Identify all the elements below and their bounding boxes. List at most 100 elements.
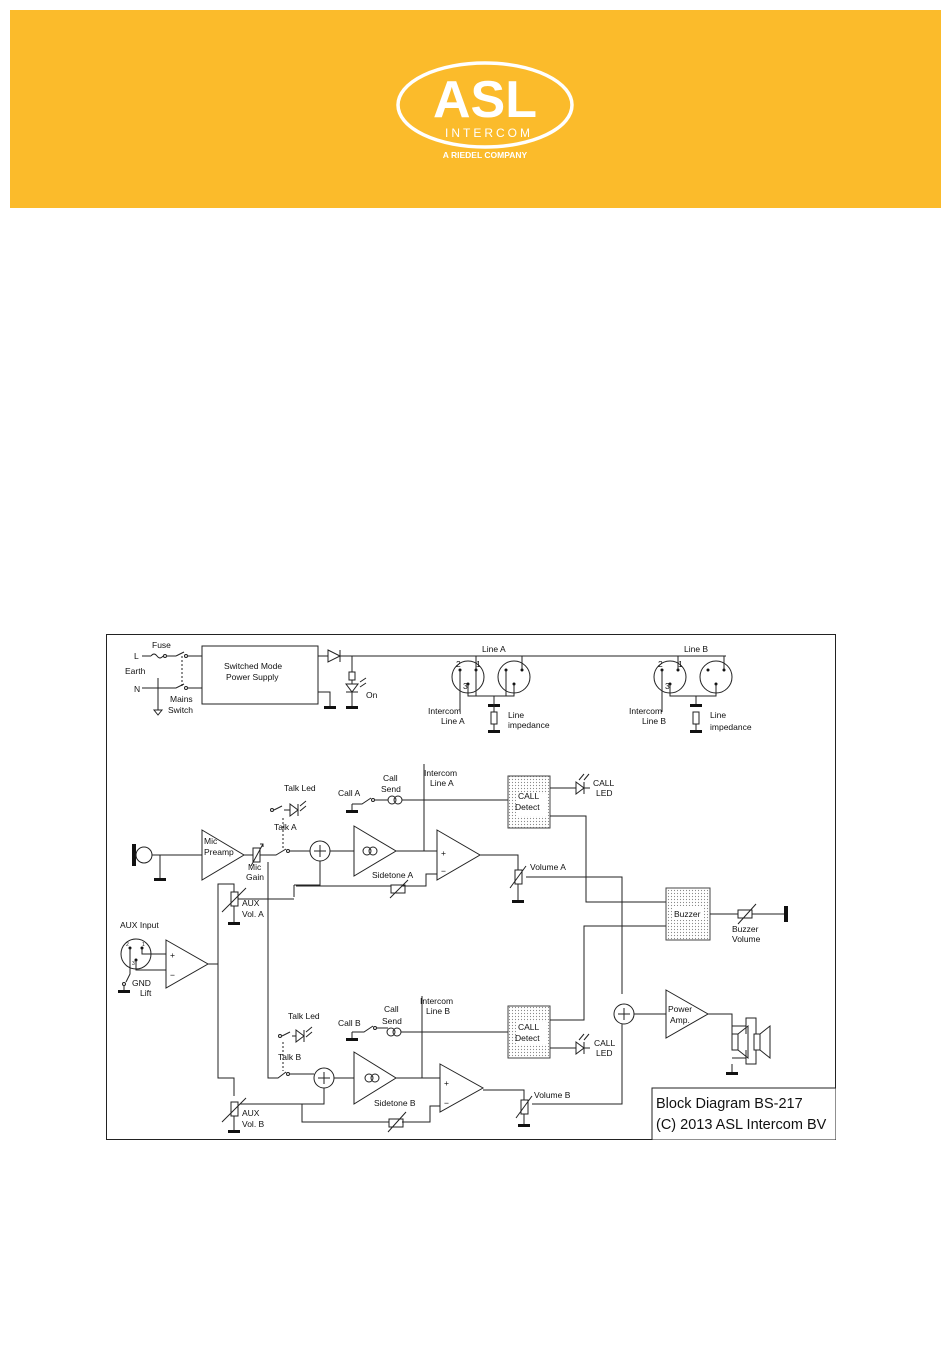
svg-text:Call B: Call B [338,1018,361,1028]
svg-text:+: + [441,848,446,858]
svg-text:Power Supply: Power Supply [226,672,279,682]
svg-text:Buzzer: Buzzer [732,924,759,934]
aux-input: AUX Input 2 1 3 GND Lift [118,920,166,998]
svg-text:Volume A: Volume A [530,862,566,872]
svg-text:−: − [170,970,175,980]
svg-text:+: + [170,950,175,960]
svg-text:3: 3 [665,681,670,691]
svg-text:Detect: Detect [515,802,540,812]
svg-text:Line A: Line A [441,716,465,726]
svg-text:Amp.: Amp. [670,1015,690,1025]
svg-text:Vol. B: Vol. B [242,1119,265,1129]
sidetone-a: Sidetone A [296,870,437,899]
diagram-copyright: (C) 2013 ASL Intercom BV [656,1117,827,1133]
svg-text:Power: Power [668,1004,692,1014]
svg-text:Intercom: Intercom [428,706,461,716]
svg-text:Mains: Mains [170,694,193,704]
svg-text:Detect: Detect [515,1033,540,1043]
svg-text:Line B: Line B [426,1006,450,1016]
microphone-icon [132,844,202,881]
header-banner: ASL INTERCOM A RIEDEL COMPANY [10,10,941,208]
aux-vol-b: AUX Vol. B [221,1097,265,1133]
svg-text:Line A: Line A [430,778,454,788]
call-detect-a: CALL Detect CALL LED [507,773,666,903]
svg-text:Line B: Line B [642,716,666,726]
block-diagram: Fuse L Earth N Mains Switch Switched Mod… [106,634,836,1140]
power-amp: Power Amp. [665,989,747,1075]
svg-text:1: 1 [142,942,145,948]
svg-text:1: 1 [678,659,683,669]
svg-text:Talk A: Talk A [274,822,297,832]
svg-text:Mic: Mic [204,836,218,846]
svg-text:Intercom: Intercom [424,768,457,778]
call-detect-b: CALL Detect CALL LED [507,925,666,1059]
svg-text:Call: Call [383,773,398,783]
svg-text:LED: LED [596,1048,613,1058]
svg-text:−: − [441,866,446,876]
svg-text:Line A: Line A [482,644,506,654]
svg-text:CALL: CALL [594,1038,616,1048]
mains-input: Fuse L Earth N Mains Switch [125,640,202,716]
svg-text:2: 2 [658,659,663,669]
line-a-connectors: Line A 2 1 3 Intercom Line A Line impeda… [428,644,550,733]
logo-sub: INTERCOM [445,126,533,140]
svg-text:AUX: AUX [242,1108,260,1118]
title-block: Block Diagram BS-217 (C) 2013 ASL Interc… [651,1087,836,1140]
svg-text:Switch: Switch [168,705,193,715]
svg-text:Call: Call [384,1004,399,1014]
svg-text:Line B: Line B [684,644,708,654]
sum-a [293,840,354,897]
svg-text:AUX: AUX [242,898,260,908]
svg-text:Sidetone A: Sidetone A [372,870,413,880]
svg-text:Mic: Mic [248,862,262,872]
aux-amp: + − [165,883,235,1096]
svg-text:3: 3 [132,961,135,967]
line-driver-a: Intercom Line A [353,764,457,877]
svg-text:CALL: CALL [518,791,540,801]
svg-text:Fuse: Fuse [152,640,171,650]
line-driver-b: Intercom Line B [353,996,453,1105]
talk-b-switch: Talk B Talk Led [267,862,320,1079]
buzzer-block: Buzzer Buzzer Volume [665,887,788,944]
svg-text:2: 2 [126,942,129,948]
logo-name: ASL [433,71,537,129]
svg-text:impedance: impedance [508,720,550,730]
svg-text:N: N [134,684,140,694]
svg-text:Send: Send [382,1016,402,1026]
svg-text:Talk B: Talk B [278,1052,301,1062]
svg-text:Earth: Earth [125,666,146,676]
svg-text:Gain: Gain [246,872,264,882]
svg-text:Line: Line [508,710,524,720]
sum-out [613,1003,666,1025]
line-b-connectors: Line B 2 1 3 Intercom Line B Line impeda… [629,644,752,733]
logo-tagline: A RIEDEL COMPANY [443,150,528,160]
svg-text:CALL: CALL [518,1022,540,1032]
diagram-title: Block Diagram BS-217 [656,1096,803,1112]
output-amp-b: + − Volume B [439,1024,623,1127]
svg-text:1: 1 [476,659,481,669]
svg-text:−: − [444,1098,449,1108]
call-b: Call B Call Send [338,1004,508,1041]
power-rail: On [318,649,726,709]
svg-text:Call A: Call A [338,788,361,798]
svg-text:Intercom: Intercom [420,996,453,1006]
svg-text:Volume: Volume [732,934,761,944]
svg-text:CALL: CALL [593,778,615,788]
svg-text:3: 3 [463,681,468,691]
svg-text:+: + [444,1078,449,1088]
svg-text:Volume B: Volume B [534,1090,571,1100]
diagram-frame [106,634,836,1140]
svg-text:Lift: Lift [140,988,152,998]
svg-text:Vol. A: Vol. A [242,909,264,919]
asl-logo: ASL INTERCOM A RIEDEL COMPANY [396,61,574,160]
svg-text:On: On [366,690,378,700]
output-amp-a: + − Volume A [436,829,623,994]
svg-text:Line: Line [710,710,726,720]
sidetone-b: Sidetone B [301,1098,440,1133]
call-a: Call A Call Send [338,773,508,813]
svg-text:GND: GND [132,978,151,988]
svg-text:Intercom: Intercom [629,706,662,716]
svg-text:Switched Mode: Switched Mode [224,661,282,671]
svg-text:2: 2 [456,659,461,669]
svg-text:Talk Led: Talk Led [284,783,316,793]
